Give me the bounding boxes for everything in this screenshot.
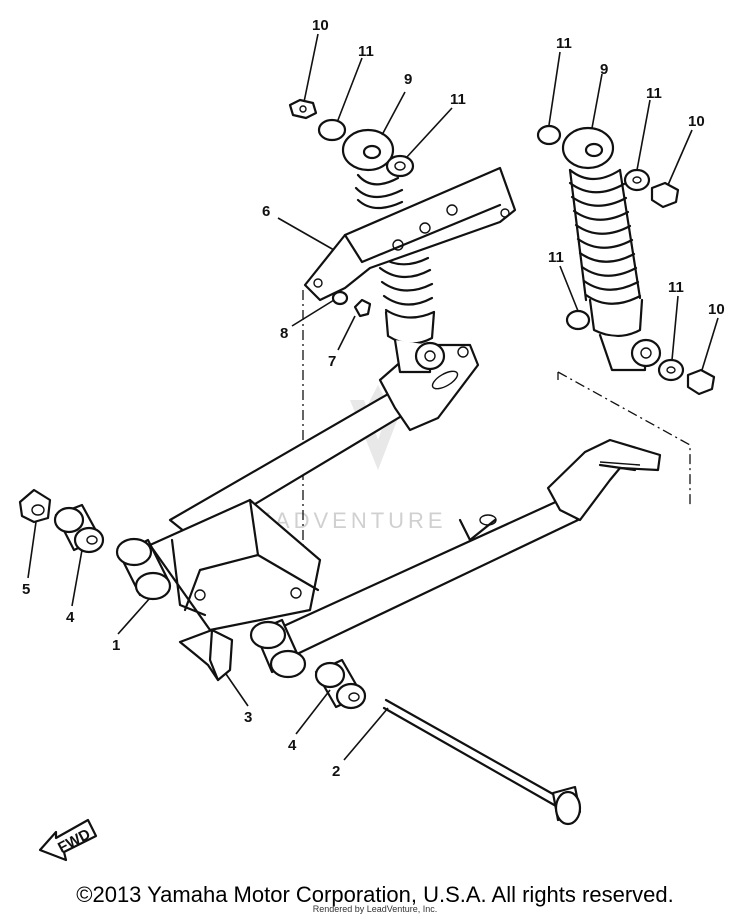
callout-11-lower-left-right: 11 — [548, 249, 564, 266]
callout-11-mid-left: 11 — [450, 91, 466, 108]
rendered-by-notice: Rendered by LeadVenture, Inc. — [312, 904, 438, 914]
callout-6: 6 — [262, 203, 270, 220]
shock-bracket — [303, 166, 517, 302]
washer-11-right-of-left-shock — [385, 154, 415, 178]
bracket-3 — [178, 628, 234, 682]
callout-10-top-left: 10 — [312, 17, 329, 34]
washer-11-lower-right — [657, 358, 685, 382]
washer-11-top-right — [536, 124, 562, 146]
shock-absorber-left — [341, 128, 446, 374]
pivot-tube-rear — [249, 618, 307, 679]
callout-10-lower-right: 10 — [708, 301, 725, 318]
callout-5: 5 — [22, 581, 30, 598]
callout-11-mid-right: 11 — [646, 85, 662, 102]
fwd-arrow-icon: FWD — [38, 818, 98, 862]
copyright-notice: ©2013 Yamaha Motor Corporation, U.S.A. A… — [76, 882, 674, 907]
callout-11-top-right: 11 — [556, 35, 572, 52]
alignment-lines — [302, 290, 691, 585]
callout-10-mid-right: 10 — [688, 113, 705, 130]
callout-7: 7 — [328, 353, 336, 370]
callout-1: 1 — [112, 637, 120, 654]
callout-2: 2 — [332, 763, 340, 780]
nut-10-top-right — [650, 181, 680, 209]
callout-9-right: 9 — [600, 61, 608, 78]
callout-3: 3 — [244, 709, 252, 726]
callout-4-right: 4 — [288, 737, 297, 754]
callout-labels: 10 11 9 11 6 8 7 11 9 11 10 11 11 10 5 4… — [22, 17, 725, 780]
bushing-4-right — [314, 658, 367, 710]
callout-4-left: 4 — [66, 609, 75, 626]
collar-5 — [18, 488, 52, 524]
shock-absorber-right — [561, 126, 662, 372]
callout-11-lower-right: 11 — [668, 279, 684, 296]
screw-7 — [353, 298, 372, 318]
washer-11-top-left — [317, 118, 347, 142]
callout-9-left: 9 — [404, 71, 412, 88]
pivot-tube — [115, 537, 172, 601]
leader-lines — [27, 33, 719, 761]
callout-8: 8 — [280, 325, 288, 342]
swingarm-parts-diagram: LEADVENTURE — [18, 17, 725, 862]
washer-11-lower-left-right — [565, 309, 591, 331]
washer-8 — [331, 290, 349, 306]
swingarm — [115, 343, 662, 679]
washer-11-mid-right — [623, 168, 651, 192]
callout-11-top-left: 11 — [358, 43, 374, 60]
pivot-bolt-2 — [382, 698, 582, 826]
bushing-4-left — [53, 503, 105, 554]
nut-10-top-left — [288, 98, 318, 120]
nut-10-lower-right — [686, 368, 716, 396]
